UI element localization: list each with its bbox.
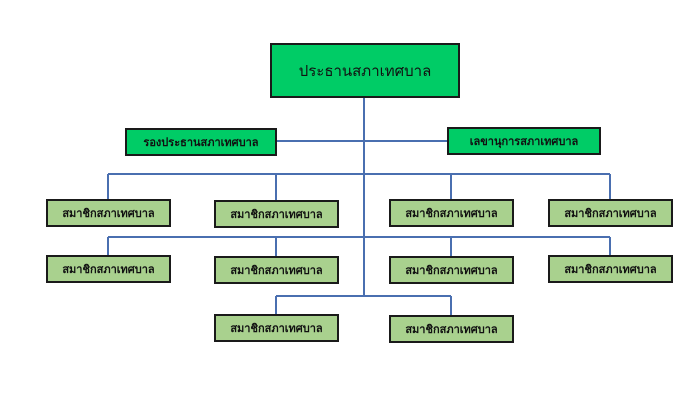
member-label: สมาชิกสภาเทศบาล	[230, 208, 323, 221]
member-box-1: สมาชิกสภาเทศบาล	[46, 199, 171, 227]
chairman-box: ประธานสภาเทศบาล	[270, 43, 460, 98]
chairman-label: ประธานสภาเทศบาล	[298, 61, 432, 80]
member-box-6: สมาชิกสภาเทศบาล	[214, 256, 339, 284]
member-label: สมาชิกสภาเทศบาล	[62, 207, 155, 220]
member-label: สมาชิกสภาเทศบาล	[62, 263, 155, 276]
member-box-2: สมาชิกสภาเทศบาล	[214, 200, 339, 228]
member-label: สมาชิกสภาเทศบาล	[230, 322, 323, 335]
member-label: สมาชิกสภาเทศบาล	[405, 207, 498, 220]
member-box-9: สมาชิกสภาเทศบาล	[214, 314, 339, 342]
member-label: สมาชิกสภาเทศบาล	[564, 263, 657, 276]
member-label: สมาชิกสภาเทศบาล	[405, 323, 498, 336]
vice-chairman-box: รองประธานสภาเทศบาล	[125, 128, 277, 156]
secretary-box: เลขานุการสภาเทศบาล	[447, 127, 601, 155]
member-box-5: สมาชิกสภาเทศบาล	[46, 255, 171, 283]
member-box-10: สมาชิกสภาเทศบาล	[389, 315, 514, 343]
secretary-label: เลขานุการสภาเทศบาล	[469, 135, 579, 148]
member-label: สมาชิกสภาเทศบาล	[405, 264, 498, 277]
member-box-3: สมาชิกสภาเทศบาล	[389, 199, 514, 227]
member-box-7: สมาชิกสภาเทศบาล	[389, 256, 514, 284]
member-label: สมาชิกสภาเทศบาล	[230, 264, 323, 277]
vice-chairman-label: รองประธานสภาเทศบาล	[143, 136, 259, 149]
member-label: สมาชิกสภาเทศบาล	[564, 207, 657, 220]
member-box-8: สมาชิกสภาเทศบาล	[548, 255, 673, 283]
member-box-4: สมาชิกสภาเทศบาล	[548, 199, 673, 227]
